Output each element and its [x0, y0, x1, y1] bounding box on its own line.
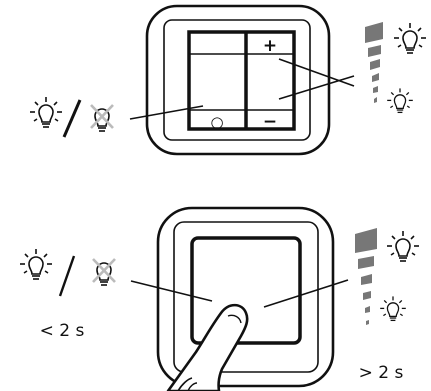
- short-press-label: < 2 s: [40, 321, 85, 341]
- pointer-line: [263, 279, 349, 308]
- bulb-on-icon: [386, 230, 420, 262]
- bulb-dim-icon: [379, 295, 407, 322]
- long-press-label: > 2 s: [359, 363, 404, 383]
- bulb-off-icon: [89, 103, 115, 133]
- button-area: [187, 30, 296, 131]
- pointer-line: [278, 58, 355, 87]
- pointer-line: [129, 105, 204, 120]
- top-panel: + − ○: [29, 4, 427, 156]
- plus-symbol: +: [263, 36, 277, 56]
- bulb-on-icon: [29, 96, 63, 128]
- pointer-line: [278, 75, 355, 100]
- bottom-panel: < 2 s > 2 s: [19, 206, 420, 391]
- bulb-dim-icon: [386, 87, 414, 114]
- dimmer-level-ramp-icon: [355, 228, 377, 325]
- dimmer-level-ramp-icon: [365, 22, 383, 103]
- circle-symbol: ○: [210, 113, 223, 131]
- bulb-off-icon: [91, 257, 117, 287]
- slash: [62, 99, 82, 138]
- bulb-on-icon: [19, 248, 53, 280]
- minus-symbol: −: [263, 112, 277, 132]
- hand-finger-icon: [166, 303, 249, 391]
- pointer-line: [130, 280, 213, 302]
- bulb-on-icon: [393, 22, 427, 54]
- slash: [58, 255, 76, 297]
